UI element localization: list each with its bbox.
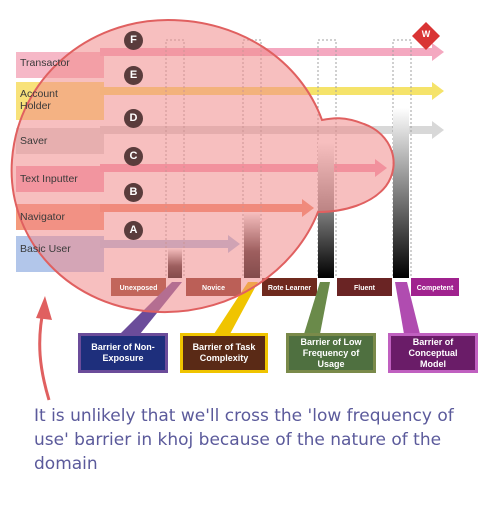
badge-f: F [124, 31, 143, 50]
stage-label-novice: Novice [202, 284, 225, 292]
connector-conceptual-model [395, 282, 420, 334]
row-label-saver: Saver [20, 135, 48, 147]
badge-a: A [124, 221, 143, 240]
logo-diamond [412, 22, 440, 50]
barrier-task-complexity: Barrier of Task Complexity [180, 333, 268, 373]
highlight-region [10, 18, 395, 314]
annotation-arrowhead [36, 296, 52, 320]
stage-competent-bg [411, 278, 459, 296]
row-label-navigator: Navigator [20, 211, 65, 223]
stage-label-fluent: Fluent [354, 284, 375, 292]
annotation-arrow [38, 305, 51, 401]
barrier-low-frequency: Barrier of Low Frequency of Usage [286, 333, 376, 373]
stage-label-rote-learner: Rote Learner [267, 284, 312, 292]
stage-fluent-bg [337, 278, 392, 296]
connector-task-complexity [214, 282, 258, 334]
row-label-account-holder: Account Holder [20, 88, 58, 112]
arrow-transactor [100, 43, 444, 61]
badge-c: C [124, 147, 143, 166]
barrier-conceptual-model: Barrier of Conceptual Model [388, 333, 478, 373]
row-label-basic-user: Basic User [20, 243, 71, 255]
stage-label-unexposed: Unexposed [119, 284, 158, 292]
logo-letter: W [421, 29, 431, 39]
connector-low-frequency [304, 282, 330, 334]
badge-e: E [124, 66, 143, 85]
row-label-transactor: Transactor [20, 57, 70, 69]
badge-b: B [124, 183, 143, 202]
stage-label-competent: Competent [416, 284, 454, 292]
stage-rote-bg [262, 278, 317, 296]
barrier-bar-conceptual-model [393, 108, 409, 278]
caption: It is unlikely that we'll cross the 'low… [34, 406, 454, 474]
badge-d: D [124, 109, 143, 128]
row-label-text-inputter: Text Inputter [20, 173, 78, 185]
barrier-non-exposure: Barrier of Non- Exposure [78, 333, 168, 373]
